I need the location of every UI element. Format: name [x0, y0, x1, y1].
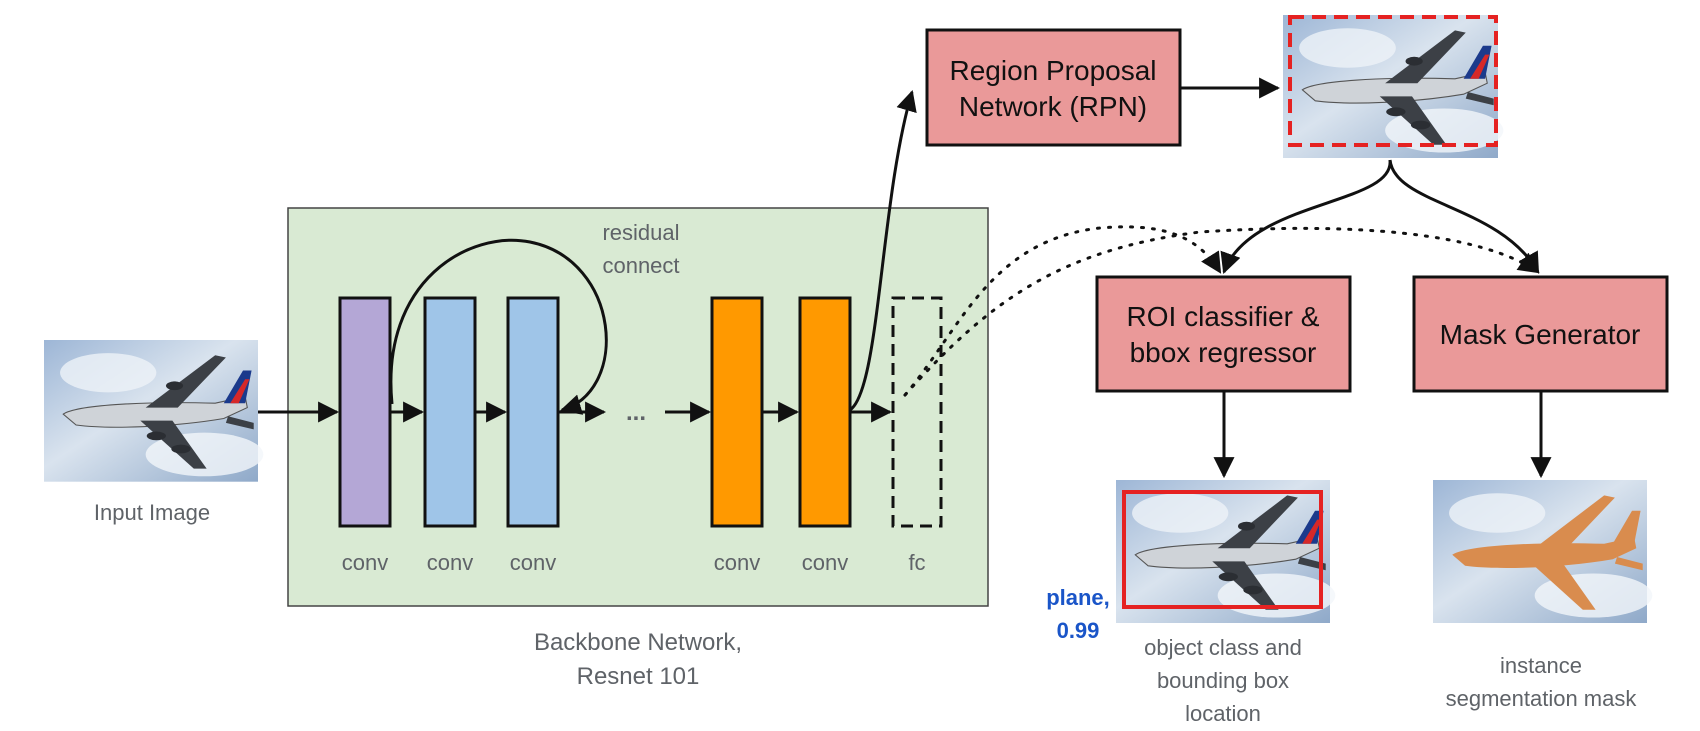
layer-label: conv: [714, 550, 760, 575]
conv-layer-1: [338, 296, 392, 528]
backbone-arrows: [258, 77, 1552, 479]
layer-label: conv: [802, 550, 848, 575]
residual-label: connect: [602, 253, 679, 278]
mask-output-label: segmentation mask: [1446, 686, 1638, 711]
ellipsis-label: ...: [626, 399, 646, 426]
input-label: Input Image: [94, 500, 210, 525]
detection-score: 0.99: [1057, 618, 1100, 643]
rpn-box: [925, 28, 1182, 147]
mask-output-label: instance: [1500, 653, 1582, 678]
fc-layer: [891, 296, 943, 528]
bbox-output-image: [1115, 479, 1336, 624]
detection-class: plane,: [1046, 585, 1110, 610]
bbox-output-label: location: [1185, 701, 1261, 726]
conv-layer-3: [506, 296, 560, 528]
conv-layer-4: [710, 296, 764, 528]
roi-label: ROI classifier &: [1127, 301, 1320, 332]
layer-label: conv: [342, 550, 388, 575]
backbone-caption: Backbone Network,: [534, 629, 742, 656]
roi-box: [1095, 275, 1352, 393]
conv-layer-5: [798, 296, 852, 528]
conv-layer-2: [423, 296, 477, 528]
bbox-output-label: bounding box: [1157, 668, 1289, 693]
mask-box: [1412, 275, 1669, 393]
layer-label: conv: [427, 550, 473, 575]
mask-label: Mask Generator: [1440, 319, 1641, 350]
rpn-label: Network (RPN): [959, 91, 1147, 122]
roi-label: bbox regressor: [1130, 337, 1317, 368]
input-image: [43, 339, 264, 483]
backbone-caption: Resnet 101: [577, 663, 700, 690]
bbox-output-label: object class and: [1144, 635, 1302, 660]
residual-label: residual: [602, 220, 679, 245]
mask-output-image: [1433, 480, 1653, 623]
rpn-label: Region Proposal: [949, 55, 1156, 86]
proposal-image: [1282, 14, 1504, 159]
layer-label: fc: [908, 550, 925, 575]
feature-dotted-arrows: [903, 225, 1540, 397]
layer-label: conv: [510, 550, 556, 575]
